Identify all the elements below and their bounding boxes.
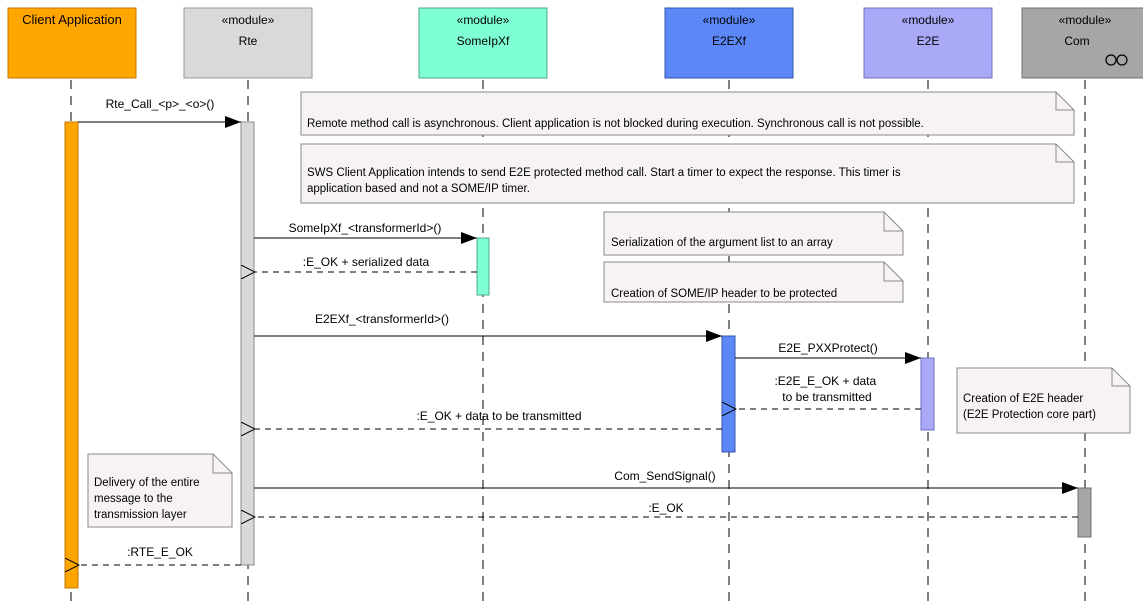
note-someip-header: Creation of SOME/IP header to be protect… bbox=[603, 261, 904, 303]
participant-rte-stereotype: «module» bbox=[222, 13, 275, 27]
message-rte-call-label: Rte_Call_<p>_<o>() bbox=[106, 97, 215, 111]
note-serialization-text: Serialization of the argument list to an… bbox=[611, 237, 833, 249]
participant-e2exf-name: E2EXf bbox=[712, 34, 747, 48]
message-e2exf-return[interactable]: :E_OK + data to be transmitted bbox=[255, 409, 722, 429]
message-e2exf-call-label: E2EXf_<transformerId>() bbox=[315, 312, 449, 326]
message-com-sendsignal-label: Com_SendSignal() bbox=[614, 469, 715, 483]
activations bbox=[64, 121, 1092, 589]
note-serialization: Serialization of the argument list to an… bbox=[603, 211, 904, 256]
message-someipxf-return[interactable]: :E_OK + serialized data bbox=[255, 255, 477, 272]
participant-e2exf[interactable]: «module» E2EXf bbox=[664, 7, 794, 79]
participant-client[interactable]: Client Application bbox=[7, 7, 137, 79]
activation-someipxf bbox=[476, 237, 490, 296]
message-rte-return-label: :RTE_E_OK bbox=[127, 545, 193, 559]
message-someipxf-call-label: SomeIpXf_<transformerId>() bbox=[289, 221, 442, 235]
participant-someipxf-name: SomeIpXf bbox=[457, 34, 510, 48]
note-timer-line-1: SWS Client Application intends to send E… bbox=[307, 167, 901, 179]
note-async: Remote method call is asynchronous. Clie… bbox=[300, 91, 1075, 136]
note-timer-text: SWS Client Application intends to send E… bbox=[307, 167, 904, 195]
message-e2exf-call[interactable]: E2EXf_<transformerId>() bbox=[254, 312, 722, 342]
participant-someipxf-stereotype: «module» bbox=[457, 13, 510, 27]
activation-rte bbox=[240, 121, 255, 566]
participant-com-stereotype: «module» bbox=[1059, 13, 1112, 27]
message-e2e-protect-return-line-1: :E2E_E_OK + data bbox=[774, 374, 876, 388]
activation-client bbox=[64, 121, 79, 589]
note-someip-header-text: Creation of SOME/IP header to be protect… bbox=[611, 288, 837, 300]
note-delivery-text: Delivery of the entire message to the tr… bbox=[94, 477, 203, 521]
note-async-text: Remote method call is asynchronous. Clie… bbox=[307, 118, 924, 130]
message-someipxf-return-label: :E_OK + serialized data bbox=[303, 255, 430, 269]
participant-someipxf[interactable]: «module» SomeIpXf bbox=[418, 7, 548, 79]
participant-e2exf-box bbox=[664, 7, 794, 79]
message-rte-return[interactable]: :RTE_E_OK bbox=[79, 545, 241, 565]
note-delivery-line-3: transmission layer bbox=[94, 509, 187, 521]
participant-someipxf-box bbox=[418, 7, 548, 79]
participant-e2e[interactable]: «module» E2E bbox=[863, 7, 993, 79]
note-e2e-header: Creation of E2E header (E2E Protection c… bbox=[956, 367, 1131, 434]
note-delivery-line-2: message to the bbox=[94, 493, 173, 505]
message-rte-call[interactable]: Rte_Call_<p>_<o>() bbox=[78, 97, 241, 128]
messages: Rte_Call_<p>_<o>() SomeIpXf_<transformer… bbox=[78, 97, 1078, 565]
message-com-return-label: :E_OK bbox=[648, 501, 683, 515]
activation-e2exf bbox=[721, 335, 736, 453]
participant-e2e-box bbox=[863, 7, 993, 79]
message-e2e-protect-call[interactable]: E2E_PXXProtect() bbox=[735, 341, 921, 364]
note-e2e-header-line-1: Creation of E2E header bbox=[963, 393, 1083, 405]
participant-rte[interactable]: «module» Rte bbox=[183, 7, 313, 79]
message-e2exf-return-label: :E_OK + data to be transmitted bbox=[416, 409, 581, 423]
participant-com-name: Com bbox=[1064, 34, 1089, 48]
interface-infinity-icon bbox=[1105, 54, 1128, 66]
message-com-return[interactable]: :E_OK bbox=[255, 501, 1078, 517]
message-e2e-protect-return[interactable]: :E2E_E_OK + data to be transmitted bbox=[736, 374, 921, 409]
message-e2e-protect-call-label: E2E_PXXProtect() bbox=[778, 341, 877, 355]
message-e2e-protect-return-label: :E2E_E_OK + data to be transmitted bbox=[774, 374, 879, 404]
message-someipxf-call[interactable]: SomeIpXf_<transformerId>() bbox=[254, 221, 477, 244]
note-e2e-header-line-2: (E2E Protection core part) bbox=[963, 409, 1096, 421]
note-delivery-line-1: Delivery of the entire bbox=[94, 477, 199, 489]
participant-e2e-stereotype: «module» bbox=[902, 13, 955, 27]
activation-com bbox=[1077, 487, 1092, 538]
participant-e2exf-stereotype: «module» bbox=[703, 13, 756, 27]
note-timer-line-2: application based and not a SOME/IP time… bbox=[307, 183, 530, 195]
participant-client-box bbox=[7, 7, 137, 79]
participant-rte-name: Rte bbox=[239, 34, 258, 48]
participant-rte-box bbox=[183, 7, 313, 79]
message-com-sendsignal[interactable]: Com_SendSignal() bbox=[254, 469, 1078, 494]
participant-e2e-name: E2E bbox=[917, 34, 940, 48]
note-delivery: Delivery of the entire message to the tr… bbox=[87, 453, 233, 528]
participant-com[interactable]: «module» Com bbox=[1021, 7, 1143, 79]
participant-com-box bbox=[1021, 7, 1143, 79]
note-timer: SWS Client Application intends to send E… bbox=[300, 143, 1075, 204]
note-e2e-header-text: Creation of E2E header (E2E Protection c… bbox=[963, 393, 1096, 421]
activation-e2e bbox=[920, 357, 935, 431]
message-e2e-protect-return-line-2: to be transmitted bbox=[782, 390, 871, 404]
participant-client-name: Client Application bbox=[22, 12, 122, 27]
